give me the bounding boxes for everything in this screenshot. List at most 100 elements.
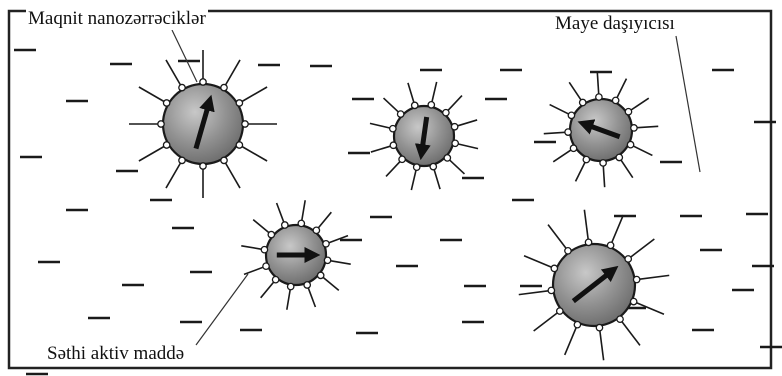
leader-line-surfactant xyxy=(196,274,248,345)
surfactant-tail xyxy=(576,160,586,181)
surfactant-head xyxy=(242,121,248,127)
surfactant-head xyxy=(221,84,227,90)
surfactant-head xyxy=(430,163,436,169)
surfactant-head xyxy=(570,145,576,151)
surfactant-tail xyxy=(548,225,567,250)
surfactant-tail xyxy=(321,276,338,290)
surfactant-tail xyxy=(631,145,652,155)
leader-line-carrier xyxy=(676,36,700,172)
surfactant-tail xyxy=(524,256,553,268)
surfactant-tail xyxy=(432,82,437,104)
surfactant-head xyxy=(158,121,164,127)
surfactant-head xyxy=(200,79,206,85)
surfactant-head xyxy=(452,140,458,146)
surfactant-head xyxy=(627,141,633,147)
surfactant-tail xyxy=(166,60,182,87)
surfactant-head xyxy=(390,126,396,132)
surfactant-head xyxy=(390,142,396,148)
surfactant-head xyxy=(444,155,450,161)
surfactant-head xyxy=(263,263,269,269)
nanoparticle xyxy=(370,82,478,190)
surfactant-head xyxy=(600,160,606,166)
surfactant-tail xyxy=(456,120,478,127)
label-surfactant: Səthi aktiv maddə xyxy=(45,343,186,365)
surfactant-head xyxy=(323,241,329,247)
surfactant-head xyxy=(443,109,449,115)
surfactant-head xyxy=(633,276,639,282)
surfactant-head xyxy=(574,321,580,327)
surfactant-tail xyxy=(386,160,401,176)
carrier-liquid-molecules xyxy=(14,50,782,374)
surfactant-tail xyxy=(447,96,462,112)
surfactant-tail xyxy=(550,105,571,115)
surfactant-head xyxy=(412,102,418,108)
surfactant-tail xyxy=(277,203,285,224)
surfactant-tail xyxy=(411,168,416,190)
surfactant-tail xyxy=(597,73,598,96)
surfactant-head xyxy=(268,231,274,237)
surfactant-head xyxy=(596,94,602,100)
surfactant-tail xyxy=(620,158,633,177)
label-carrier-liquid: Maye daşıyıcısı xyxy=(553,13,677,35)
surfactant-tail xyxy=(603,164,604,187)
surfactant-tail xyxy=(384,98,400,113)
surfactant-head xyxy=(551,265,557,271)
surfactant-tail xyxy=(600,329,604,361)
surfactant-tail xyxy=(166,161,182,188)
surfactant-head xyxy=(163,142,169,148)
surfactant-head xyxy=(236,100,242,106)
surfactant-head xyxy=(607,242,613,248)
surfactant-head xyxy=(272,276,278,282)
surfactant-head xyxy=(616,154,622,160)
surfactant-tail xyxy=(565,326,577,355)
surfactant-head xyxy=(625,256,631,262)
surfactant-tail xyxy=(244,267,265,275)
surfactant-tail xyxy=(611,215,623,244)
nanoparticle xyxy=(129,50,277,198)
surfactant-tail xyxy=(584,210,588,242)
surfactant-head xyxy=(304,282,310,288)
surfactant-tail xyxy=(434,168,441,190)
surfactant-tail xyxy=(240,87,267,103)
surfactant-tail xyxy=(317,212,331,229)
surfactant-head xyxy=(451,124,457,130)
nanoparticle xyxy=(241,200,350,309)
surfactant-tail xyxy=(253,220,270,234)
surfactant-tail xyxy=(408,83,415,105)
surfactant-head xyxy=(428,102,434,108)
surfactant-head xyxy=(287,283,293,289)
surfactant-head xyxy=(261,246,267,252)
surfactant-head xyxy=(397,111,403,117)
surfactant-head xyxy=(617,316,623,322)
surfactant-head xyxy=(557,308,563,314)
surfactant-head xyxy=(179,157,185,163)
surfactant-head xyxy=(179,84,185,90)
surfactant-tail xyxy=(519,291,551,295)
surfactant-tail xyxy=(371,146,393,153)
surfactant-head xyxy=(324,257,330,263)
surfactant-tail xyxy=(139,87,166,103)
surfactant-tail xyxy=(261,280,275,297)
surfactant-tail xyxy=(301,200,305,222)
leader-line-nanoparticles xyxy=(172,30,197,82)
surfactant-head xyxy=(630,298,636,304)
surfactant-tail xyxy=(225,161,241,188)
surfactant-tail xyxy=(370,123,392,128)
surfactant-head xyxy=(565,248,571,254)
surfactant-head xyxy=(200,163,206,169)
surfactant-head xyxy=(596,324,602,330)
surfactant-tail xyxy=(635,126,658,127)
surfactant-head xyxy=(580,99,586,105)
surfactant-head xyxy=(163,100,169,106)
nanoparticles xyxy=(129,50,669,360)
surfactant-tail xyxy=(139,146,166,162)
surfactant-tail xyxy=(534,312,559,331)
surfactant-head xyxy=(568,112,574,118)
surfactant-head xyxy=(625,109,631,115)
surfactant-tail xyxy=(241,246,263,250)
surfactant-tail xyxy=(448,159,464,174)
surfactant-head xyxy=(585,239,591,245)
surfactant-head xyxy=(317,272,323,278)
